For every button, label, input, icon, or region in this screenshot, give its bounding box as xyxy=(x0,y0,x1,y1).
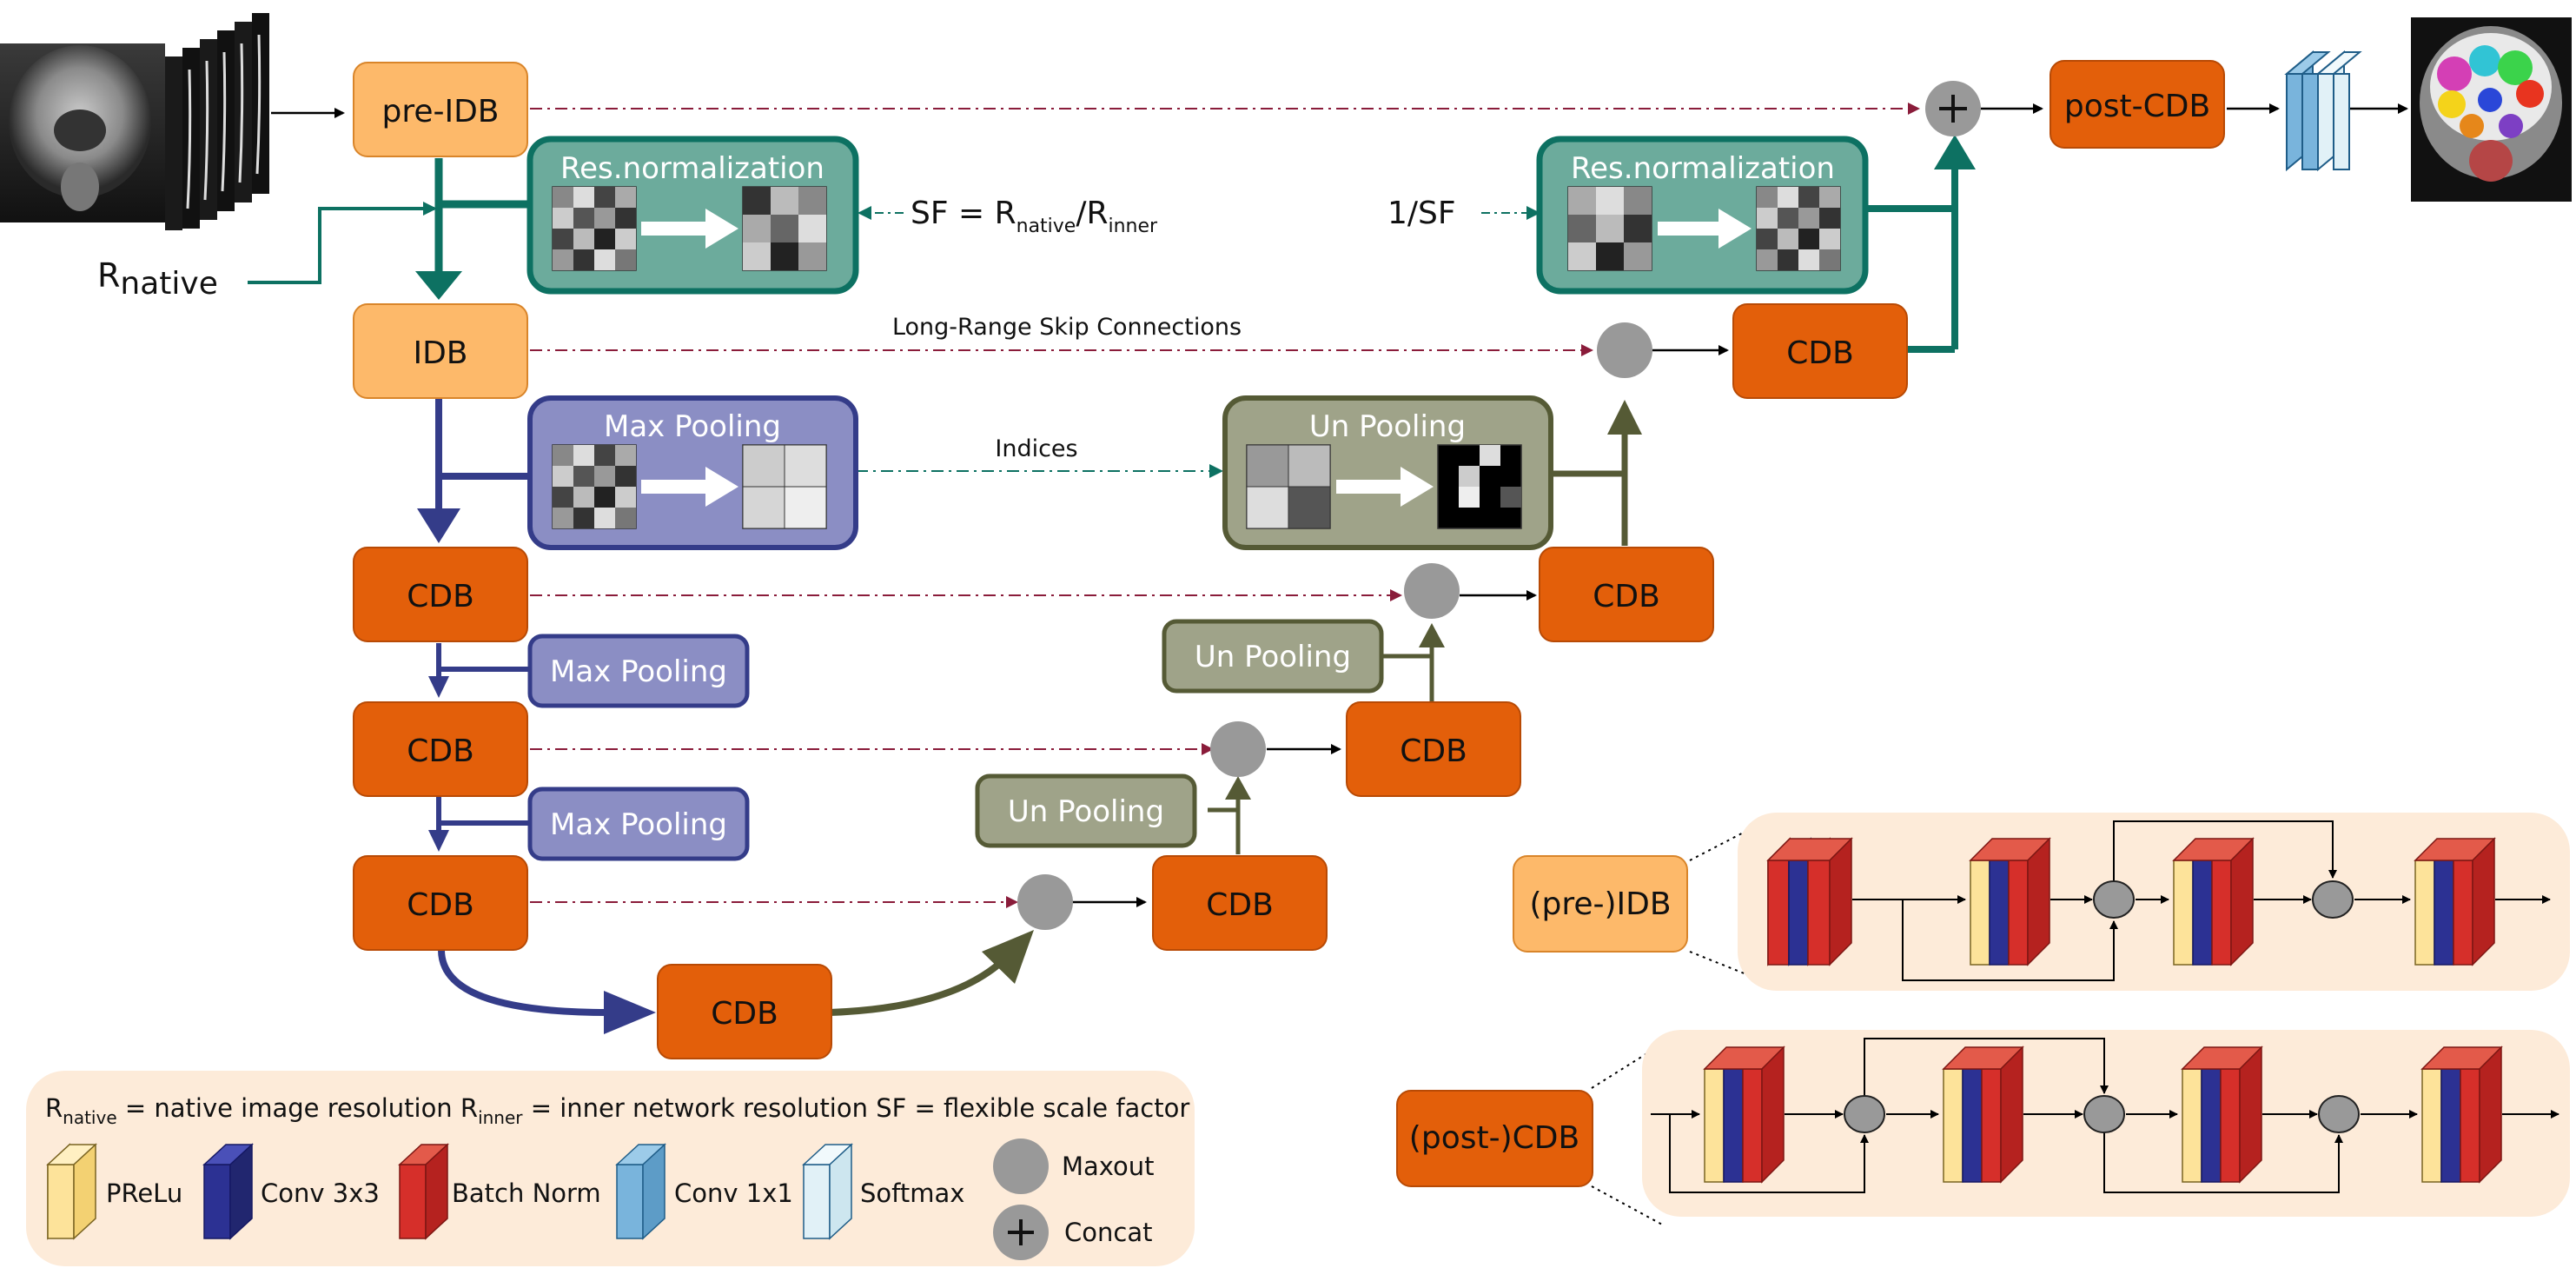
legend-bn-label: Batch Norm xyxy=(452,1178,601,1208)
maxout-node xyxy=(2093,880,2135,919)
legend-bn-swatch xyxy=(398,1143,449,1240)
maxout-node xyxy=(2312,880,2354,919)
legend-concat-swatch xyxy=(993,1205,1049,1260)
idb-detail-connections xyxy=(1852,820,2551,981)
cdb-label: CDB xyxy=(407,734,474,769)
res-normalization-title: Res.normalization xyxy=(560,151,824,186)
output-segmentation-image xyxy=(2411,17,2572,202)
res-normalization-title: Res.normalization xyxy=(1571,151,1835,186)
cdb-label: CDB xyxy=(1593,579,1660,614)
long-range-skip-label: Long-Range Skip Connections xyxy=(892,314,1242,341)
legend-definitions: Rnative = native image resolution Rinner… xyxy=(45,1093,1189,1128)
sf-formula: SF = Rnative/Rinner xyxy=(911,196,1158,237)
un-pooling-title: Un Pooling xyxy=(1309,409,1466,444)
maxout-node xyxy=(1597,322,1652,378)
maxout-node xyxy=(1210,721,1266,777)
un-pooling-title: Un Pooling xyxy=(1195,640,1351,674)
maxout-node xyxy=(1404,563,1460,619)
post-cdb-label: post-CDB xyxy=(2064,89,2210,124)
legend-prelu-label: PReLu xyxy=(106,1178,182,1208)
max-pooling-small-2: Max Pooling xyxy=(527,787,750,861)
right-arrow-icon xyxy=(641,209,738,249)
idb-detail-stack-1 xyxy=(1766,837,1853,966)
un-pooling-title: Un Pooling xyxy=(1008,794,1164,829)
idb-block: IDB xyxy=(353,303,528,399)
decoder-cdb-top: CDB xyxy=(1732,303,1908,399)
unpooled-grid-icon xyxy=(1437,444,1522,529)
legend-softmax-label: Softmax xyxy=(860,1178,964,1208)
encoder-cdb-1: CDB xyxy=(353,547,528,642)
legend-conv1-label: Conv 1x1 xyxy=(674,1178,793,1208)
post-cdb-block: post-CDB xyxy=(2050,60,2225,149)
cdb-label: CDB xyxy=(1400,734,1467,769)
right-arrow-icon xyxy=(1336,467,1434,507)
cdb-detail-stack-1 xyxy=(1703,1046,1785,1184)
max-pooling-title: Max Pooling xyxy=(604,409,781,444)
r-native-label: Rnative xyxy=(97,256,218,302)
decoder-cdb-3: CDB xyxy=(1152,855,1328,951)
skip-connections xyxy=(530,103,1920,908)
decoder-cdb-1: CDB xyxy=(1539,547,1714,642)
encoder-cdb-3: CDB xyxy=(353,855,528,951)
legend-conv1-swatch xyxy=(615,1143,666,1240)
legend-maxout-swatch xyxy=(993,1139,1049,1194)
right-arrow-icon xyxy=(641,467,738,507)
cdb-label: CDB xyxy=(1206,887,1274,923)
idb-detail-panel: (pre-)IDB xyxy=(1513,813,2570,991)
cdb-detail-stack-3 xyxy=(2181,1046,2263,1184)
pre-idb-block: pre-IDB xyxy=(353,62,528,157)
cdb-detail-stack-4 xyxy=(2420,1046,2503,1184)
fine-grid-icon xyxy=(552,444,637,529)
maxout-node xyxy=(1844,1095,1885,1133)
encoder-cdb-2: CDB xyxy=(353,701,528,797)
right-arrow-icon xyxy=(1658,209,1752,249)
post-cdb-legend-label: (post-)CDB xyxy=(1409,1120,1579,1156)
un-pooling-small-1: Un Pooling xyxy=(1162,619,1384,694)
coarse-grid-icon xyxy=(1567,186,1652,271)
bottleneck-cdb: CDB xyxy=(657,964,832,1059)
legend-maxout-label: Maxout xyxy=(1062,1152,1155,1181)
cdb-detail-stack-2 xyxy=(1942,1046,2024,1184)
maxout-node xyxy=(2083,1095,2125,1133)
legend-conv3-label: Conv 3x3 xyxy=(261,1178,380,1208)
cdb-label: CDB xyxy=(1786,335,1854,371)
inverse-sf-label: 1/SF xyxy=(1387,196,1456,231)
idb-detail-stack-2 xyxy=(1969,837,2051,966)
cdb-detail-connections xyxy=(1651,1038,2559,1193)
cdb-label: CDB xyxy=(407,579,474,614)
idb-detail-stack-4 xyxy=(2414,837,2496,966)
pre-idb-label: pre-IDB xyxy=(381,94,499,129)
fine-grid-icon xyxy=(552,186,637,271)
indices-label: Indices xyxy=(995,435,1077,462)
output-conv-softmax-block xyxy=(2284,50,2362,172)
fine-grid-icon xyxy=(1756,186,1841,271)
cdb-label: CDB xyxy=(711,996,778,1032)
max-pooling-small-1: Max Pooling xyxy=(527,634,750,708)
idb-label: IDB xyxy=(413,335,467,371)
legend-concat-label: Concat xyxy=(1064,1218,1152,1247)
pooled-grid-icon xyxy=(742,444,827,529)
un-pooling-small-2: Un Pooling xyxy=(975,773,1197,848)
pre-idb-legend-label: (pre-)IDB xyxy=(1529,886,1671,922)
decoder-cdb-2: CDB xyxy=(1346,701,1521,797)
coarse-grid-icon xyxy=(742,186,827,271)
idb-detail-stack-3 xyxy=(2172,837,2255,966)
cdb-label: CDB xyxy=(407,887,474,923)
input-mri-stack-image xyxy=(0,13,269,230)
max-pooling-title: Max Pooling xyxy=(550,807,727,842)
maxout-node xyxy=(1017,874,1073,930)
legend-conv3-swatch xyxy=(202,1143,254,1240)
legend-panel: Rnative = native image resolution Rinner… xyxy=(26,1071,1195,1266)
legend-prelu-swatch xyxy=(46,1143,97,1240)
legend-softmax-swatch xyxy=(802,1143,853,1240)
max-pooling-title: Max Pooling xyxy=(550,654,727,689)
pooled-grid-icon xyxy=(1246,444,1331,529)
maxout-node xyxy=(2318,1095,2360,1133)
concat-node xyxy=(1925,81,1981,136)
